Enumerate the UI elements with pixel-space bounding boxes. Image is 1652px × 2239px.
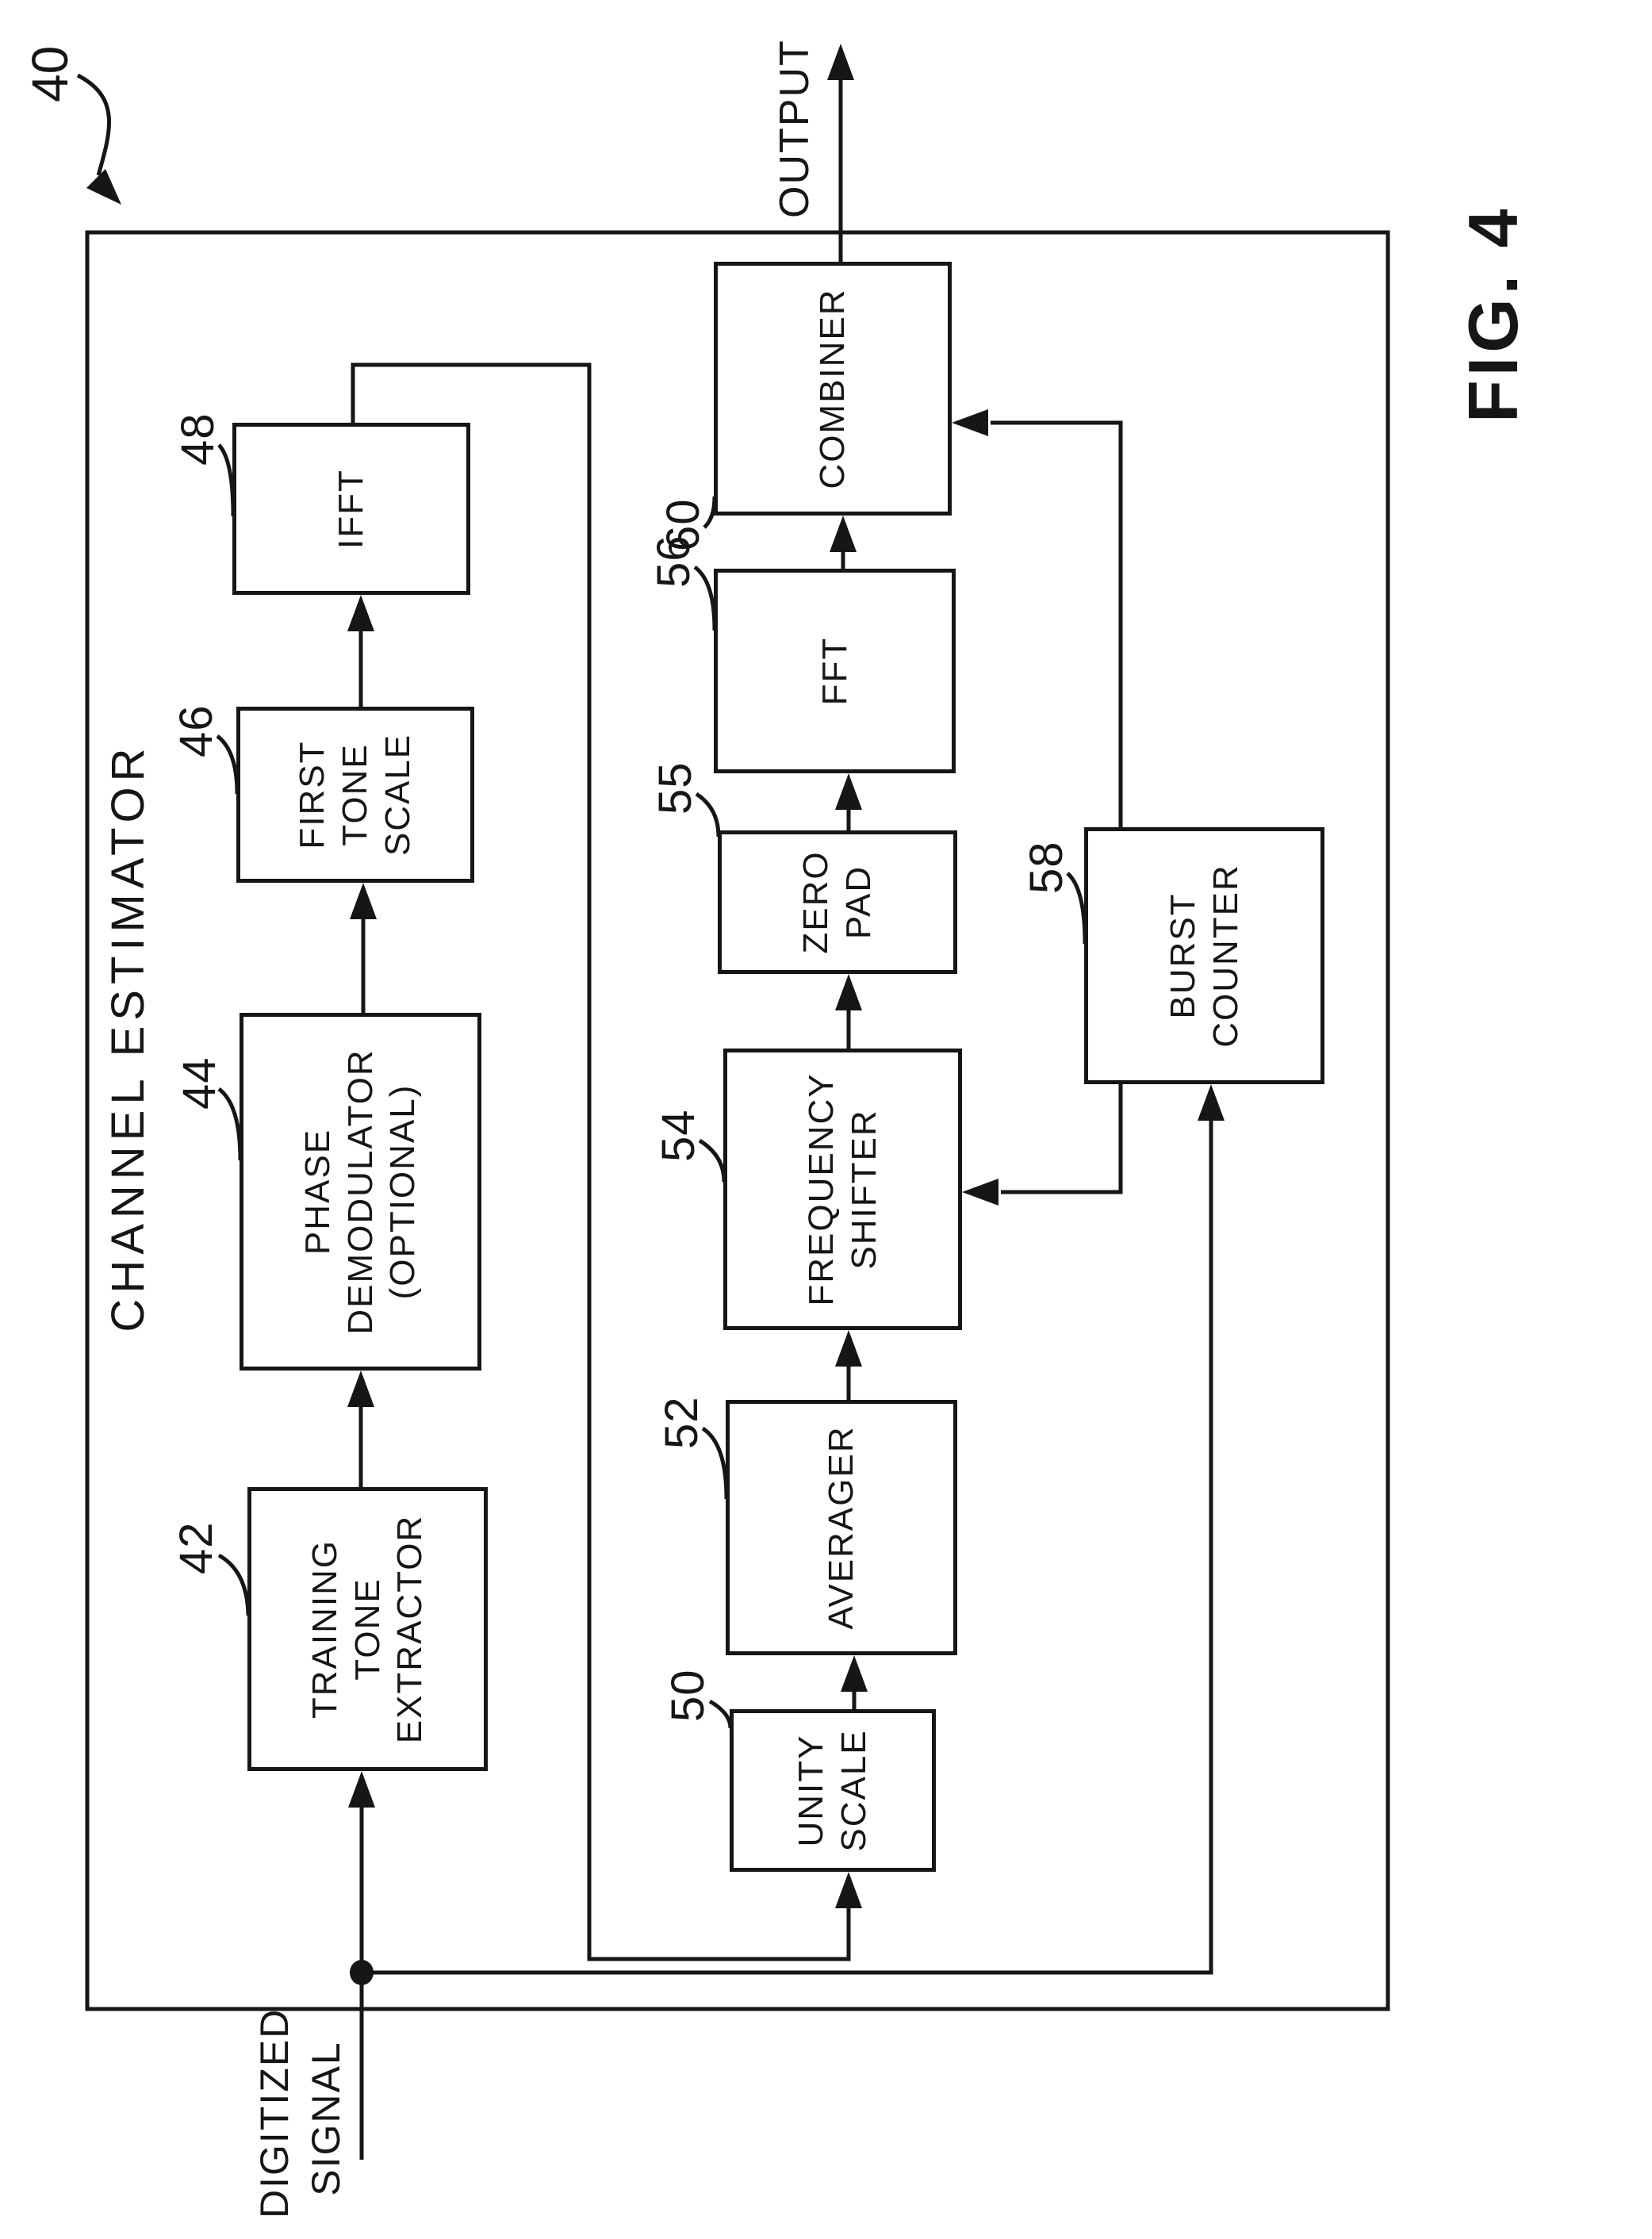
ref-numeral-44: 44 [173,1056,226,1110]
block-training-tone-extractor-label-line: EXTRACTOR [389,1515,431,1744]
block-frequency-shifter-label-line: SHIFTER [843,1109,886,1269]
channel-estimator-title: CHANNEL ESTIMATOR [102,708,155,1367]
block-first-tone-scale-label-line: SCALE [377,734,420,856]
block-combiner-label-line: COMBINER [811,288,854,489]
leader-40 [78,75,109,175]
arrowhead-into-unity-scale [835,1872,862,1908]
block-phase-demodulator-label-line: (OPTIONAL) [381,1084,424,1300]
block-ifft: IFFT [232,423,470,595]
block-frequency-shifter: FREQUENCYSHIFTER [723,1049,962,1330]
block-fft-label-line: FFT [814,637,857,706]
arrowhead-into-zero-pad [835,974,862,1010]
block-unity-scale-label-line: UNITY [790,1735,833,1847]
output-label: OUTPUT [771,39,818,218]
block-burst-counter-label-line: BURST [1162,892,1205,1018]
ref-numeral-55: 55 [649,761,702,815]
block-training-tone-extractor-label-line: TRAINING [304,1539,347,1719]
arrowhead-into-phase-demodulator [347,1371,374,1407]
block-first-tone-scale-label-line: FIRST [291,740,334,849]
block-ifft-label-line: IFFT [330,469,373,549]
block-zero-pad-label-line: PAD [837,865,880,939]
arrowhead-burst-counter-to-combiner [952,409,988,436]
block-unity-scale-label-line: SCALE [833,1729,876,1851]
block-burst-counter: BURSTCOUNTER [1084,827,1324,1084]
arrowhead-output [827,44,854,80]
block-combiner: COMBINER [714,262,952,516]
block-phase-demodulator-label-line: DEMODULATOR [339,1049,382,1334]
ref-numeral-50: 50 [661,1669,715,1722]
ref-numeral-46: 46 [170,704,223,757]
arrowhead-into-burst-counter [1198,1084,1225,1121]
wire-burst-counter-to-combiner [991,423,1121,827]
block-burst-counter-label-line: COUNTER [1205,864,1248,1048]
block-zero-pad: ZEROPAD [718,830,957,974]
block-unity-scale: UNITYSCALE [730,1709,936,1872]
block-averager: AVERAGER [726,1400,957,1655]
block-phase-demodulator: PHASEDEMODULATOR(OPTIONAL) [240,1013,481,1371]
block-fft: FFT [714,569,956,773]
leader-42 [219,1555,248,1616]
junction-dot [350,1960,374,1985]
arrowhead-into-first-tone-scale [350,883,377,919]
block-zero-pad-label-line: ZERO [795,850,837,953]
arrowhead-into-ifft [347,595,374,631]
arrowhead-into-averager [841,1655,868,1692]
digitized-signal-label-line2: SIGNAL [301,2019,352,2218]
ref-numeral-60: 60 [657,498,710,551]
block-training-tone-extractor-label-line: TONE [347,1578,389,1680]
digitized-signal-label: DIGITIZED SIGNAL [249,2019,352,2218]
block-phase-demodulator-label-line: PHASE [297,1129,339,1255]
arrowhead-burst-counter-to-frequency-shifter [962,1179,998,1206]
arrowhead-into-fft [835,773,862,810]
ref-numeral-58: 58 [1020,841,1073,894]
block-averager-label-line: AVERAGER [820,1425,863,1629]
ref-numeral-52: 52 [655,1396,708,1449]
wire-burst-counter-to-frequency-shifter [1001,1084,1121,1192]
arrowhead-into-combiner [830,516,857,552]
sheet-reference-numeral: 40 [21,46,79,102]
arrowhead-into-training-tone-extractor [348,1771,375,1808]
block-first-tone-scale: FIRSTTONESCALE [236,707,474,883]
block-first-tone-scale-label-line: TONE [334,743,377,845]
arrowhead-into-frequency-shifter [835,1330,862,1367]
figure-caption: FIG. 4 [1453,205,1534,424]
ref-numeral-48: 48 [171,412,224,466]
digitized-signal-label-line1: DIGITIZED [249,2019,301,2218]
block-training-tone-extractor: TRAININGTONEEXTRACTOR [247,1487,488,1771]
arrowhead-sheet-reference [86,169,121,205]
ref-numeral-54: 54 [652,1109,705,1162]
ref-numeral-42: 42 [170,1521,223,1574]
block-frequency-shifter-label-line: FREQUENCY [800,1072,843,1305]
